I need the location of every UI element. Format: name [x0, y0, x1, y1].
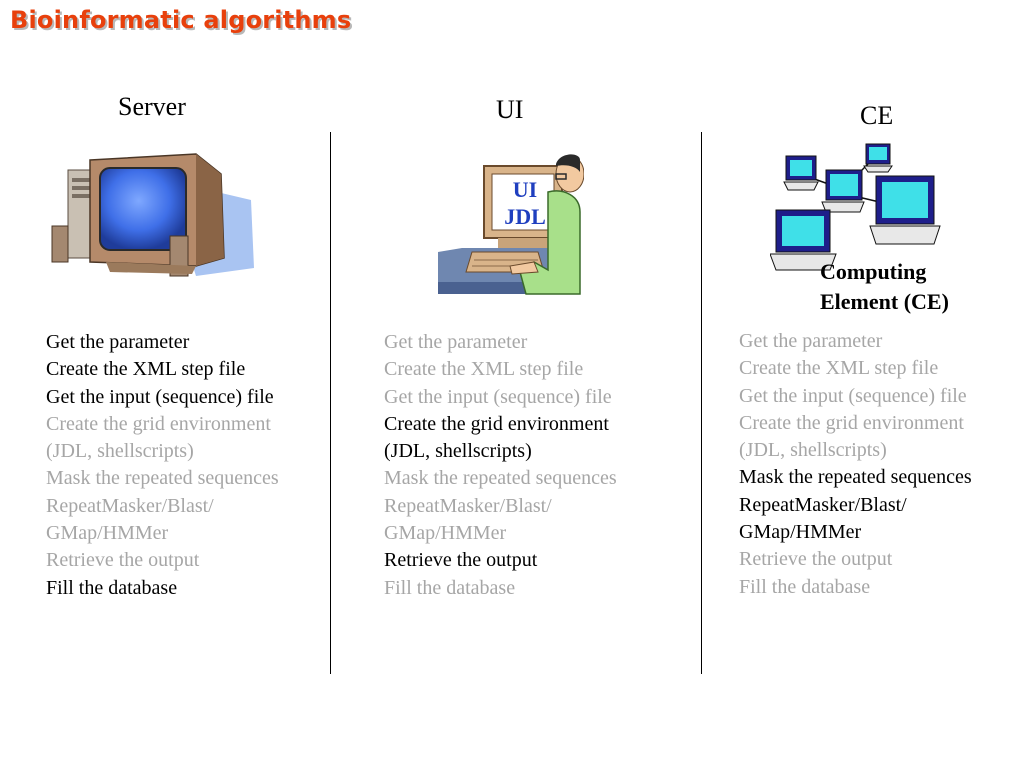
step-item: Fill the database: [739, 575, 871, 598]
step-item: Mask the repeated sequences: [739, 466, 972, 489]
step-item: Create the XML step file: [46, 358, 246, 381]
ui-screen-line: JDL: [504, 204, 546, 229]
ui-heading: UI: [496, 95, 524, 124]
step-item: Create the grid environment: [46, 412, 271, 435]
step-item: Get the parameter: [739, 330, 883, 352]
step-item: RepeatMasker/Blast/: [739, 493, 907, 516]
step-item: Create the grid environment: [739, 411, 964, 434]
step-item: RepeatMasker/Blast/: [46, 494, 214, 517]
column-divider-right: [701, 132, 702, 674]
step-item: Get the parameter: [46, 331, 190, 353]
column-divider-left: [330, 132, 331, 674]
step-item: Retrieve the output: [739, 548, 893, 571]
step-item: Get the input (sequence) file: [739, 384, 967, 407]
step-item: Get the input (sequence) file: [384, 385, 612, 408]
step-item: GMap/HMMer: [739, 521, 862, 544]
server-computer-icon: [51, 153, 254, 277]
step-item: Create the grid environment: [384, 412, 609, 435]
computer-network-icon: [770, 143, 941, 271]
step-item: Mask the repeated sequences: [384, 467, 617, 490]
step-item: Get the parameter: [384, 331, 528, 353]
ui-screen-line: UI: [512, 177, 538, 202]
slide-title: Bioinformatic algorithms: [10, 6, 352, 34]
step-item: Get the input (sequence) file: [46, 385, 274, 408]
step-item: Create the XML step file: [384, 358, 584, 381]
step-item: (JDL, shellscripts): [384, 440, 532, 463]
step-item: Create the XML step file: [739, 357, 939, 380]
step-item: GMap/HMMer: [46, 522, 169, 545]
step-item: Retrieve the output: [384, 549, 538, 572]
step-item: (JDL, shellscripts): [739, 439, 887, 462]
step-item: Fill the database: [46, 576, 178, 599]
step-item: RepeatMasker/Blast/: [384, 494, 552, 517]
server-heading: Server: [118, 92, 186, 121]
step-item: Mask the repeated sequences: [46, 467, 279, 490]
ce-caption-line: Element (CE): [820, 289, 949, 314]
step-item: (JDL, shellscripts): [46, 440, 194, 463]
step-item: Fill the database: [384, 576, 516, 599]
step-item: GMap/HMMer: [384, 522, 507, 545]
ui-screen-label: UI JDL: [492, 176, 558, 230]
step-item: Retrieve the output: [46, 549, 200, 572]
ce-caption: Computing Element (CE): [820, 257, 949, 317]
ce-caption-line: Computing: [820, 259, 927, 284]
ce-heading: CE: [860, 101, 894, 130]
user-at-computer-icon: [438, 154, 584, 295]
